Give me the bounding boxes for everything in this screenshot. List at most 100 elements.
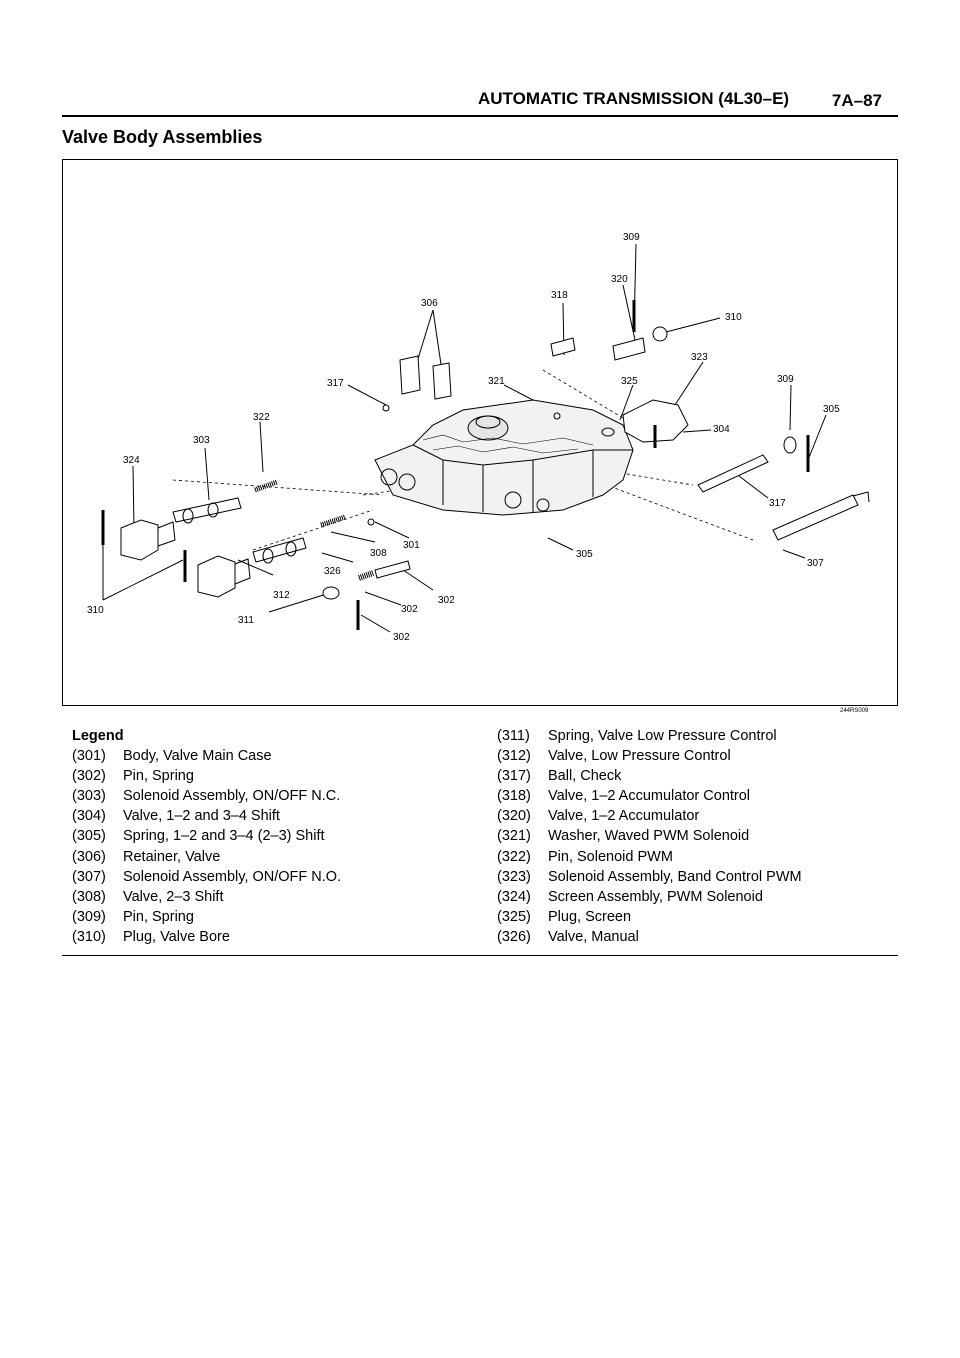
legend-code: (326) — [497, 928, 531, 945]
callout-label: 322 — [253, 412, 270, 423]
legend-item: (307) Solenoid Assembly, ON/OFF N.O. — [72, 867, 341, 887]
legend-code: (318) — [497, 788, 531, 805]
legend-item: (302) Pin, Spring — [72, 766, 341, 786]
callout-label: 309 — [623, 232, 640, 243]
callout-label: 310 — [725, 312, 742, 323]
legend-text: Body, Valve Main Case — [123, 748, 272, 765]
callout-label: 312 — [273, 590, 290, 601]
callout-label: 320 — [611, 274, 628, 285]
legend-item: (325) Plug, Screen — [497, 907, 802, 927]
legend-text: Pin, Spring — [123, 768, 194, 785]
callout-label: 302 — [438, 595, 455, 606]
legend-text: Plug, Screen — [548, 908, 632, 925]
legend-text: Retainer, Valve — [123, 848, 221, 865]
callout-label: 323 — [691, 352, 708, 363]
valve-body-illustration: 309 320 318 310 306 323 317 321 325 309 … — [87, 232, 870, 643]
legend-text: Screen Assembly, PWM Solenoid — [548, 888, 763, 905]
callout-label: 311 — [238, 615, 254, 626]
callout-label: 305 — [576, 549, 593, 560]
legend-heading: Legend — [72, 728, 124, 744]
legend-right-column: (311)Spring, Valve Low Pressure Control … — [497, 726, 802, 947]
legend-code: (320) — [497, 808, 531, 825]
legend-text: Valve, Manual — [548, 928, 639, 945]
legend-text: Pin, Solenoid PWM — [548, 848, 673, 865]
legend-text: Valve, 1–2 Accumulator Control — [548, 788, 751, 805]
legend-code: (307) — [72, 868, 106, 885]
legend-code: (322) — [497, 848, 531, 865]
callout-label: 308 — [370, 548, 387, 559]
figure-code: 244RS009 — [840, 708, 869, 714]
legend-text: Ball, Check — [548, 768, 622, 785]
legend-item: (305) Spring, 1–2 and 3–4 (2–3) Shift — [72, 826, 341, 846]
callout-label: 318 — [551, 290, 568, 301]
legend-text: Valve, 2–3 Shift — [123, 888, 224, 905]
exploded-diagram: 309 320 318 310 306 323 317 321 325 309 … — [62, 159, 898, 706]
legend-code: (305) — [72, 828, 106, 845]
legend-code: (302) — [72, 768, 106, 785]
legend-text: Solenoid Assembly, Band Control PWM — [548, 868, 802, 885]
legend-text: Spring, Valve Low Pressure Control — [548, 728, 777, 744]
legend-item: (326) Valve, Manual — [497, 927, 802, 947]
header-divider — [62, 115, 898, 117]
legend-code: (321) — [497, 828, 531, 845]
legend-item: (310) Plug, Valve Bore — [72, 927, 341, 947]
legend-text: Spring, 1–2 and 3–4 (2–3) Shift — [123, 828, 325, 845]
legend-text: Washer, Waved PWM Solenoid — [548, 828, 750, 845]
legend-code: (308) — [72, 888, 106, 905]
page-number: 7A–87 — [831, 91, 882, 110]
legend-code: (312) — [497, 748, 531, 765]
callout-label: 302 — [393, 632, 410, 643]
callout-label: 325 — [621, 376, 638, 387]
legend-text: Valve, Low Pressure Control — [548, 748, 731, 765]
legend-item: (323) Solenoid Assembly, Band Control PWM — [497, 867, 802, 887]
legend-item: (322) Pin, Solenoid PWM — [497, 847, 802, 867]
legend-item: (317) Ball, Check — [497, 766, 802, 786]
legend-item: (312) Valve, Low Pressure Control — [497, 746, 802, 766]
legend-text: Pin, Spring — [123, 908, 194, 925]
legend-item: (320) Valve, 1–2 Accumulator — [497, 806, 802, 826]
section-title: Valve Body Assemblies — [62, 127, 263, 147]
legend-item: (301) Body, Valve Main Case — [72, 746, 341, 766]
legend-code: (325) — [497, 908, 531, 925]
callout-label: 307 — [807, 558, 824, 569]
callout-label: 305 — [823, 404, 840, 415]
legend-code: (301) — [72, 748, 106, 765]
callout-label: 317 — [327, 378, 344, 389]
legend-item: (303) Solenoid Assembly, ON/OFF N.C. — [72, 786, 341, 806]
legend-text: Solenoid Assembly, ON/OFF N.C. — [123, 788, 341, 805]
legend-item: (318) Valve, 1–2 Accumulator Control — [497, 786, 802, 806]
callout-label: 306 — [421, 298, 438, 309]
legend-code: (304) — [72, 808, 106, 825]
callout-label: 303 — [193, 435, 210, 446]
legend-code: (324) — [497, 888, 531, 905]
legend-code: (310) — [72, 928, 106, 945]
legend-code: (303) — [72, 788, 106, 805]
legend-left-column: Legend (301) Body, Valve Main Case (302) P… — [72, 726, 341, 947]
callout-label: 310 — [87, 605, 104, 616]
legend-code: (317) — [497, 768, 531, 785]
callout-label: 317 — [769, 498, 786, 509]
legend-code: (306) — [72, 848, 106, 865]
legend-text: Solenoid Assembly, ON/OFF N.O. — [123, 868, 342, 885]
bottom-divider — [62, 955, 898, 956]
legend-item: (308) Valve, 2–3 Shift — [72, 887, 341, 907]
legend-item: (324) Screen Assembly, PWM Solenoid — [497, 887, 802, 907]
callout-label: 302 — [401, 604, 418, 615]
callout-label: 324 — [123, 455, 140, 466]
legend-code: (309) — [72, 908, 106, 925]
legend-item: (309) Pin, Spring — [72, 907, 341, 927]
callout-labels: 309 320 318 310 306 323 317 321 325 309 … — [87, 232, 840, 643]
legend-code: (323) — [497, 868, 531, 885]
header-title: AUTOMATIC TRANSMISSION (4L30–E) — [478, 89, 790, 108]
legend-text: Valve, 1–2 Accumulator — [548, 808, 700, 825]
callout-label: 321 — [488, 376, 505, 387]
callout-label: 326 — [324, 566, 341, 577]
legend-item: (306) Retainer, Valve — [72, 847, 341, 867]
legend-item: (304)Valve, 1–2 and 3–4 Shift — [72, 806, 341, 826]
callout-label: 301 — [403, 540, 420, 551]
legend-item: (321) Washer, Waved PWM Solenoid — [497, 826, 802, 846]
legend-text: Plug, Valve Bore — [123, 928, 230, 945]
legend-item: (311)Spring, Valve Low Pressure Control — [497, 726, 802, 746]
callout-label: 309 — [777, 374, 794, 385]
callout-label: 304 — [713, 424, 730, 435]
